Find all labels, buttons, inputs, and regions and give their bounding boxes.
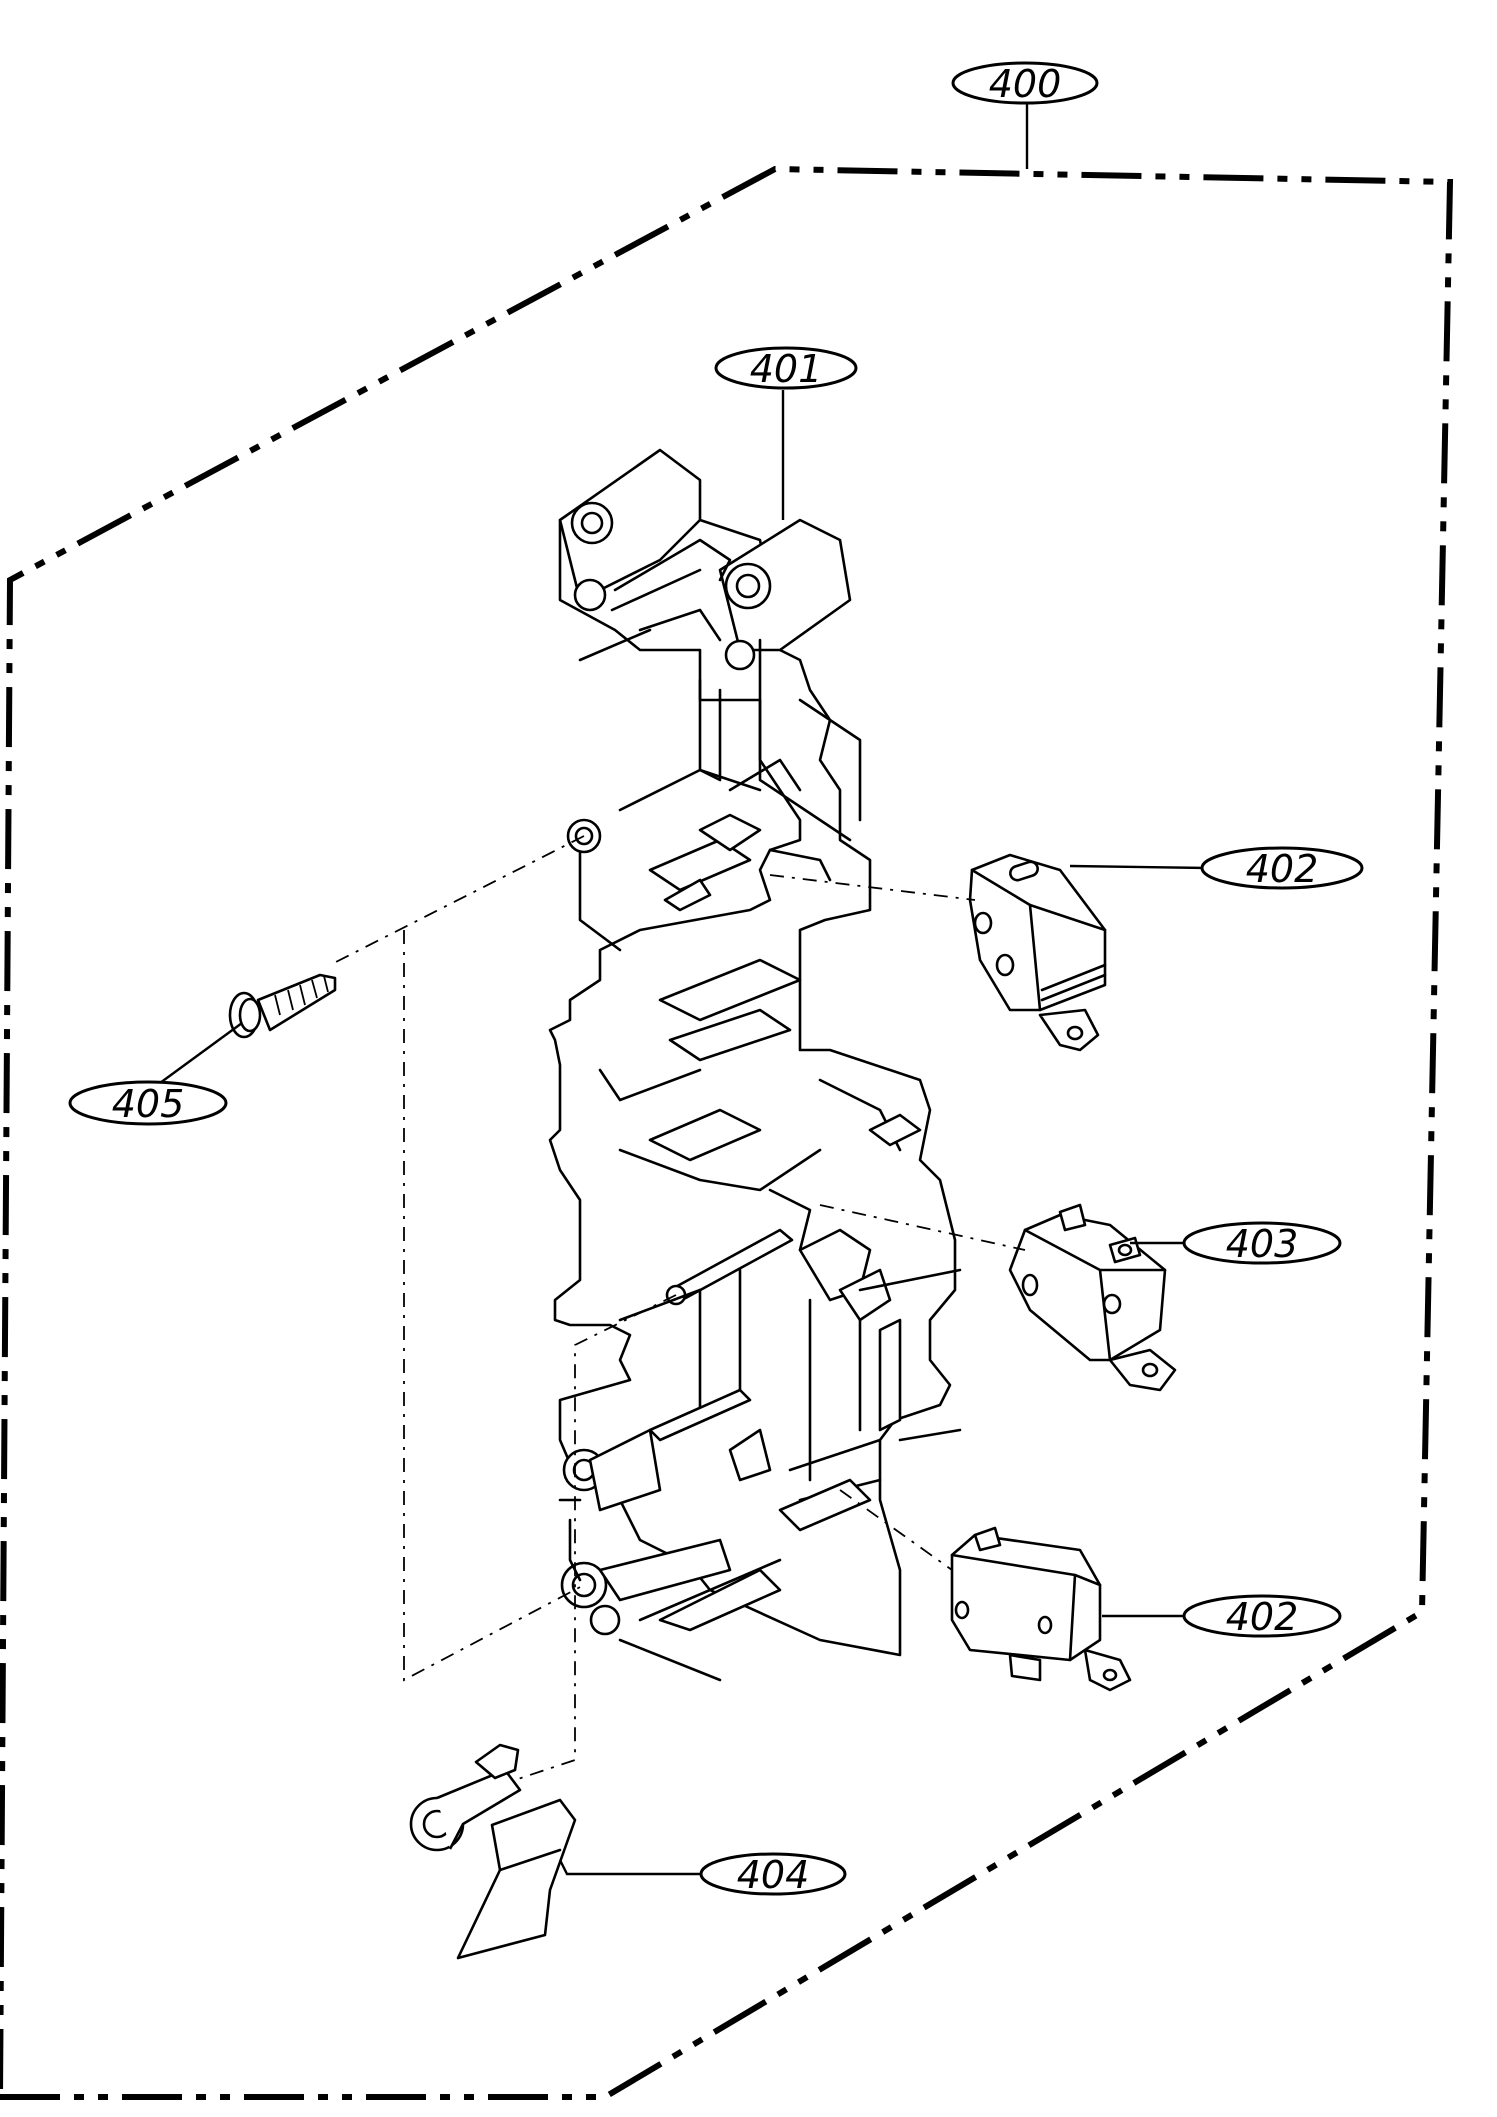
micro-switch-402-upper [968, 853, 1107, 1052]
callout-405-label: 405 [112, 1082, 185, 1126]
assembly-boundary [0, 165, 1454, 2100]
callout-400-label: 400 [989, 62, 1062, 106]
callout-401-label: 401 [750, 347, 823, 391]
callout-405: 405 [68, 1080, 228, 1126]
micro-switch-402-lower [950, 1526, 1132, 1692]
callout-402-lower-label: 402 [1226, 1595, 1299, 1639]
callout-402-upper-label: 402 [1246, 847, 1319, 891]
callout-403: 403 [1182, 1221, 1342, 1266]
callout-404: 404 [699, 1852, 847, 1897]
callout-401: 401 [714, 346, 858, 391]
leader-lines [159, 100, 1209, 1876]
callout-402-upper: 402 [1200, 846, 1364, 891]
screw-405 [228, 973, 337, 1039]
callout-400: 400 [951, 61, 1099, 106]
monitor-switch-403 [1008, 1203, 1177, 1392]
callout-402-lower: 402 [1182, 1594, 1342, 1639]
lever-404 [409, 1743, 577, 1960]
latch-board-401 [548, 448, 962, 1682]
callout-403-label: 403 [1226, 1222, 1299, 1266]
callout-404-label: 404 [737, 1853, 810, 1897]
assembly-guides [329, 835, 1026, 1781]
